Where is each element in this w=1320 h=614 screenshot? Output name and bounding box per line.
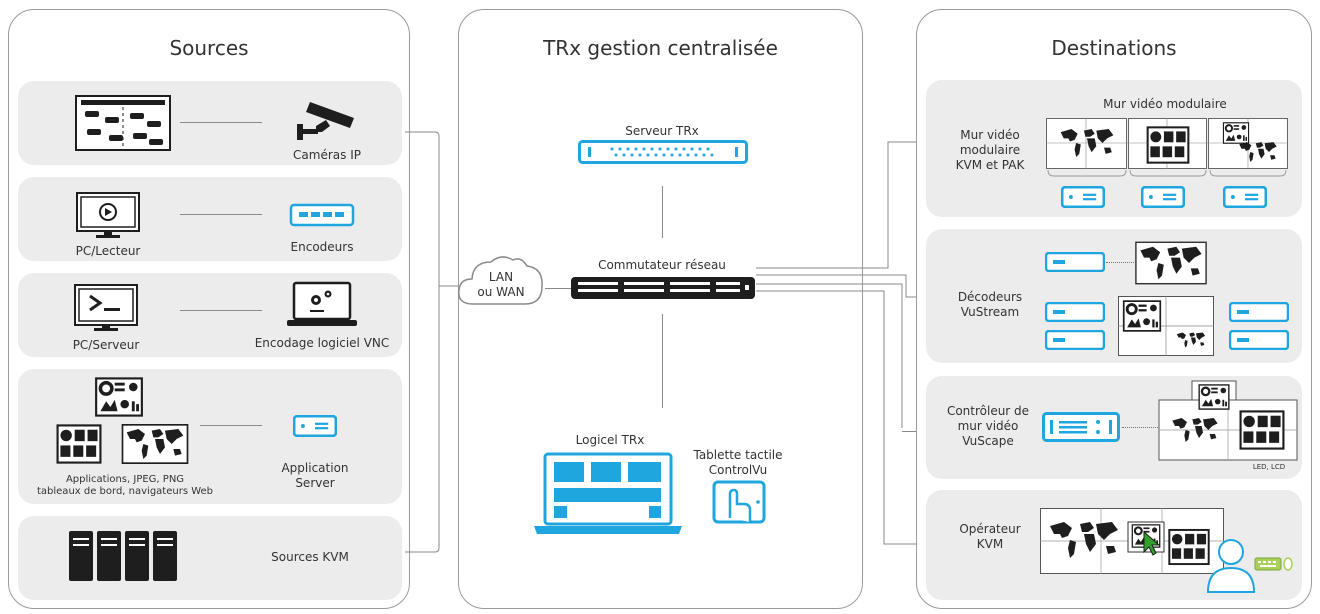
pak-unit-icon	[1136, 186, 1190, 208]
application-server-icon	[286, 415, 344, 437]
controlvu-tablet-icon	[712, 480, 766, 524]
connector-line	[180, 310, 262, 311]
controller-label-line3: VuScape	[962, 434, 1014, 448]
cloud-switch-line	[545, 288, 571, 289]
tablet-label-line2: ControlVu	[708, 463, 768, 477]
pak-unit-icon	[1056, 186, 1110, 208]
cloud-icon	[458, 256, 543, 305]
cloud-label-line2: ou WAN	[477, 285, 525, 299]
connector-line	[200, 425, 262, 426]
dotted-link	[1106, 262, 1134, 263]
pak-unit-icon	[1218, 186, 1272, 208]
kvm-towers-icon	[69, 531, 177, 581]
decoder-video-wall	[1118, 296, 1214, 356]
modular-label-line1: Mur vidéo	[960, 128, 1020, 142]
tablet-label-line1: Tablette tactile	[693, 448, 783, 462]
decoder-icon	[1044, 330, 1106, 350]
pc-player-label: PC/Lecteur	[75, 244, 141, 258]
connector-line	[180, 122, 262, 123]
vuscape-controller-icon	[1042, 412, 1120, 442]
vnc-label: Encodage logiciel VNC	[254, 336, 390, 350]
decoders-label-line1: Décodeurs	[957, 290, 1023, 304]
center-title: TRx gestion centralisée	[543, 36, 778, 60]
encoder-icon	[289, 203, 355, 227]
encoders-label: Encodeurs	[290, 240, 354, 254]
app-server-label-line1: Application	[281, 461, 349, 475]
network-switch-icon	[571, 277, 755, 299]
led-lcd-label: LED, LCD	[1252, 463, 1286, 471]
decoders-label-line2: VuStream	[960, 305, 1020, 319]
trx-software-laptop-icon	[534, 452, 682, 534]
server-label: Serveur TRx	[625, 124, 699, 138]
operator-user-icon	[1206, 539, 1293, 593]
pc-server-icon	[74, 284, 138, 331]
operator-video-wall	[1040, 508, 1224, 574]
decoder-icon	[1228, 330, 1290, 350]
social-apps-icon	[46, 424, 112, 464]
modular-label-line2: modulaire	[959, 143, 1021, 157]
pc-player-icon	[76, 192, 140, 238]
software-label: Logicel TRx	[575, 433, 645, 447]
cloud-label-line1: LAN	[488, 270, 514, 284]
dashboard-icon	[84, 377, 154, 417]
destinations-title: Destinations	[1051, 36, 1177, 60]
server-switch-line	[662, 186, 663, 238]
connector-line	[180, 214, 262, 215]
switch-software-line	[662, 314, 663, 408]
operator-label-line1: Opérateur	[959, 522, 1021, 536]
parking-monitor-icon	[75, 95, 171, 151]
decoder-icon	[1044, 252, 1106, 272]
decoder-icon	[1228, 302, 1290, 322]
switch-destination-lines	[756, 141, 934, 545]
switch-label: Commutateur réseau	[598, 258, 726, 272]
modular-video-wall	[1046, 118, 1288, 169]
sources-title: Sources	[169, 36, 249, 60]
modular-label-line3: KVM et PAK	[955, 158, 1025, 172]
security-camera-icon	[297, 102, 354, 140]
wall-bracket	[1047, 169, 1287, 177]
modular-wall-title: Mur vidéo modulaire	[1103, 97, 1227, 111]
apps-label-line2: tableaux de bord, navigateurs Web	[36, 486, 214, 497]
controller-label-line1: Contrôleur de	[946, 404, 1030, 418]
dotted-link	[1122, 427, 1158, 428]
apps-label-line1: Applications, JPEG, PNG	[65, 474, 185, 485]
laptop-gears-icon	[287, 281, 357, 326]
led-lcd-wall	[1158, 380, 1298, 461]
display-world-map	[1135, 241, 1207, 285]
decoder-icon	[1044, 302, 1106, 322]
kvm-sources-label: Sources KVM	[271, 550, 349, 564]
controller-label-line2: mur vidéo	[957, 419, 1019, 433]
sources-bracket	[405, 131, 465, 553]
operator-label-line2: KVM	[976, 537, 1004, 551]
world-map-icon	[121, 424, 189, 464]
app-server-label-line2: Server	[295, 476, 335, 490]
pc-server-label: PC/Serveur	[72, 338, 140, 352]
trx-server-icon	[578, 140, 748, 164]
cameras-label: Caméras IP	[293, 148, 361, 162]
